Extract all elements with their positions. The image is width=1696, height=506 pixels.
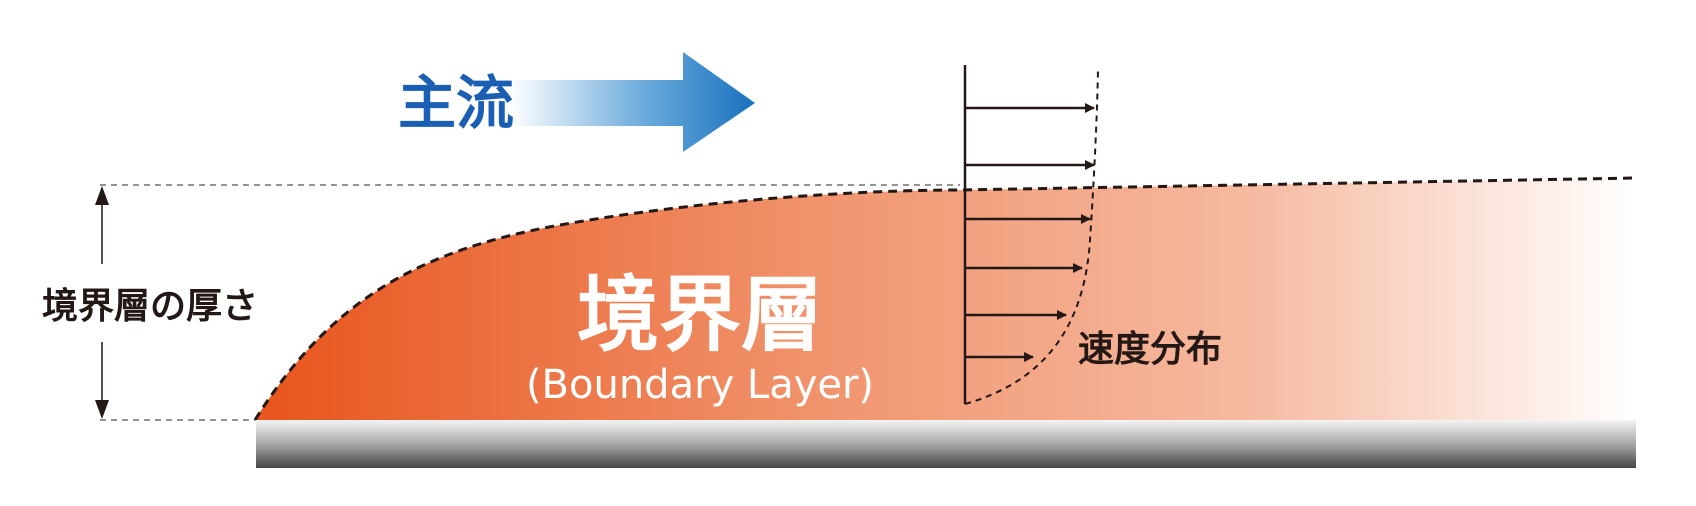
thickness-arrow-up-head (95, 186, 109, 205)
boundary-layer-subtitle: (Boundary Layer) (526, 362, 874, 408)
thickness-label: 境界層の厚さ (42, 286, 258, 327)
thickness-arrow-down-head (95, 400, 109, 419)
velocity-profile-label: 速度分布 (1078, 329, 1222, 370)
boundary-layer-edge-line (253, 176, 1636, 421)
boundary-layer-region (255, 178, 1635, 420)
velocity-profile-curve (964, 69, 1099, 405)
boundary-layer-title: 境界層 (577, 268, 823, 363)
wall-plate (256, 420, 1636, 468)
main-flow-label: 主流 (398, 69, 514, 137)
main-flow-arrow (510, 52, 755, 152)
